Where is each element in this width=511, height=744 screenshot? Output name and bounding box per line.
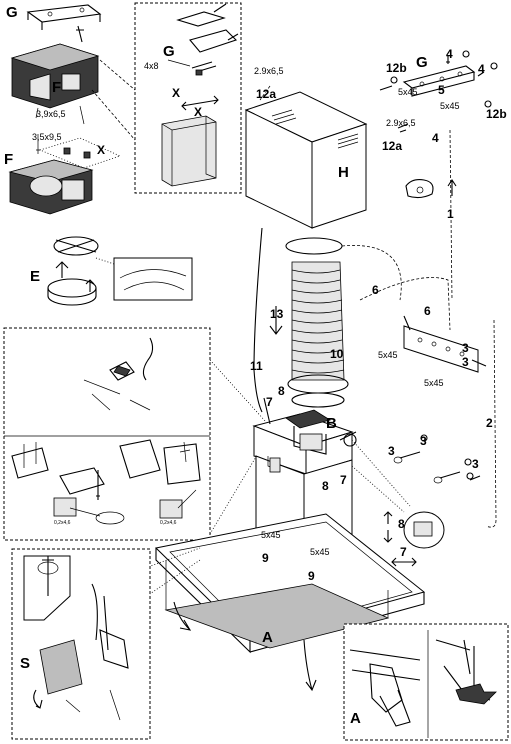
- label-3-a: 3: [462, 341, 469, 355]
- label-9-b: 9: [308, 569, 315, 583]
- label-8-b: 8: [322, 479, 329, 493]
- bracket-g-right: [379, 50, 498, 108]
- label-g-top-left: G: [6, 4, 18, 21]
- label-screw-5x45-chimney-b: 5x45: [310, 547, 330, 557]
- bracket-g-top-left: [26, 4, 102, 43]
- inset-box-screwdriver: [11, 548, 151, 740]
- label-b: B: [326, 415, 337, 432]
- label-g-inset: G: [163, 43, 175, 60]
- label-g-right: G: [416, 54, 428, 71]
- label-3-d: 3: [420, 434, 427, 448]
- label-11: 11: [250, 359, 263, 373]
- detail-clip-8-7: [383, 511, 445, 567]
- label-screw-5x45-right-a: 5x45: [398, 87, 418, 97]
- chimney-upper: [244, 91, 368, 229]
- label-x-inset-a: X: [172, 86, 180, 100]
- label-7-b: 7: [340, 473, 347, 487]
- label-8-a: 8: [278, 384, 285, 398]
- label-12b-left: 12b: [386, 61, 407, 75]
- label-screw-2-9x6-5-top: 2.9x6,5: [254, 66, 284, 76]
- hood-canopy: [154, 513, 426, 654]
- label-12a-top: 12a: [256, 87, 276, 101]
- note-right: 0,2x4,6: [160, 520, 177, 526]
- label-f-upper: F: [52, 79, 61, 96]
- label-h: H: [338, 164, 349, 181]
- label-e: E: [30, 268, 40, 285]
- label-9-a: 9: [262, 551, 269, 565]
- flex-hose: [285, 237, 349, 408]
- label-screw-5x45-lower: 5x45: [424, 378, 444, 388]
- label-s: S: [20, 655, 30, 672]
- label-7-c: 7: [400, 545, 407, 559]
- label-4-a: 4: [446, 47, 453, 61]
- ring-e: [47, 236, 99, 306]
- label-x-inset-b: X: [194, 105, 202, 119]
- inset-box-bracket-cover: [134, 2, 242, 194]
- label-screw-3-5x9-5: 3,5x9,5: [32, 132, 62, 142]
- label-6-right: 6: [424, 304, 431, 318]
- label-2: 2: [486, 416, 493, 430]
- label-12b-right: 12b: [486, 107, 507, 121]
- motor-unit-f-upper: [10, 43, 100, 109]
- label-4x8: 4x8: [144, 61, 159, 71]
- mounting-plate: [403, 315, 487, 373]
- label-5: 5: [438, 83, 445, 97]
- label-12a-right: 12a: [382, 139, 402, 153]
- label-7-a: 7: [266, 395, 273, 409]
- motor-unit-f-lower: [8, 159, 94, 215]
- wall-plugs: [393, 434, 481, 484]
- label-4-b: 4: [478, 62, 485, 76]
- label-3-b: 3: [462, 355, 469, 369]
- label-screw-3-9x6-5: 3,9x6,5: [36, 109, 66, 119]
- note-left: 0,2x4,6: [54, 520, 71, 526]
- label-4-c: 4: [432, 131, 439, 145]
- label-f-lower: F: [4, 151, 13, 168]
- hand-icon: [405, 179, 434, 199]
- label-x-left: X: [97, 143, 105, 157]
- label-screw-5x45-mid: 5x45: [378, 350, 398, 360]
- label-3-e: 3: [472, 457, 479, 471]
- label-a-main: A: [262, 629, 273, 646]
- label-6-left: 6: [372, 283, 379, 297]
- label-screw-5x45-right-b: 5x45: [440, 101, 460, 111]
- label-3-c: 3: [388, 444, 395, 458]
- label-a-inset: A: [350, 710, 361, 727]
- inset-box-drill: [343, 623, 509, 741]
- label-13: 13: [270, 307, 284, 321]
- label-10: 10: [330, 347, 344, 361]
- label-screw-5x45-chimney-a: 5x45: [261, 530, 281, 540]
- label-1: 1: [447, 207, 454, 221]
- ring-detail-box: [95, 257, 193, 301]
- label-8-c: 8: [398, 517, 405, 531]
- detail-box-wiring: [3, 327, 211, 541]
- label-screw-2-9x6-5-right: 2.9x6,5: [386, 118, 416, 128]
